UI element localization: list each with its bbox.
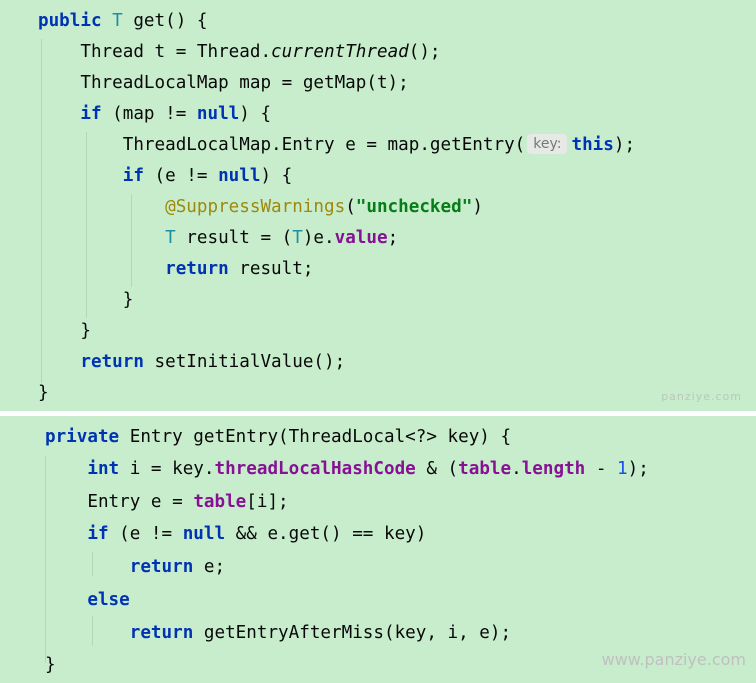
code-line: int i = key.threadLocalHashCode & (table… — [87, 459, 649, 479]
code-line: T result = (T)e.value; — [165, 228, 399, 248]
code-line: } — [80, 321, 91, 341]
indent-guide — [45, 456, 46, 663]
code-line: private Entry getEntry(ThreadLocal<?> ke… — [45, 427, 512, 447]
code-line: else — [87, 590, 130, 610]
indent-guide — [92, 616, 93, 646]
code-line: Thread t = Thread.currentThread(); — [80, 42, 441, 62]
code-line: if (map != null) { — [80, 104, 272, 124]
watermark: www.panziye.com — [601, 650, 746, 669]
code-line: } — [45, 655, 56, 675]
code-line: ThreadLocalMap.Entry e = map.getEntry(ke… — [122, 134, 636, 155]
code-line: return result; — [165, 259, 314, 279]
code-line: return getEntryAfterMiss(key, i, e); — [129, 623, 512, 643]
indent-guide — [41, 39, 42, 383]
code-line: return e; — [129, 557, 226, 577]
indent-guide — [92, 552, 93, 576]
code-line: } — [122, 290, 134, 310]
watermark: panziye.com — [661, 390, 742, 403]
code-line: } — [38, 383, 49, 403]
code-line: public T get() { — [38, 11, 208, 31]
code-line: Entry e = table[i]; — [87, 492, 289, 512]
indent-guide — [131, 194, 132, 287]
code-line: ThreadLocalMap map = getMap(t); — [80, 73, 409, 93]
parameter-hint: key: — [527, 134, 568, 154]
code-panel-get: public T get() { Thread t = Thread.curre… — [0, 0, 756, 411]
code-line: if (e != null) { — [122, 166, 293, 186]
code-line: return setInitialValue(); — [80, 352, 346, 372]
code-line: @SuppressWarnings("unchecked") — [165, 197, 483, 217]
code-line: if (e != null && e.get() == key) — [87, 524, 427, 544]
code-panel-getentry: private Entry getEntry(ThreadLocal<?> ke… — [0, 416, 756, 683]
indent-guide — [86, 132, 87, 318]
